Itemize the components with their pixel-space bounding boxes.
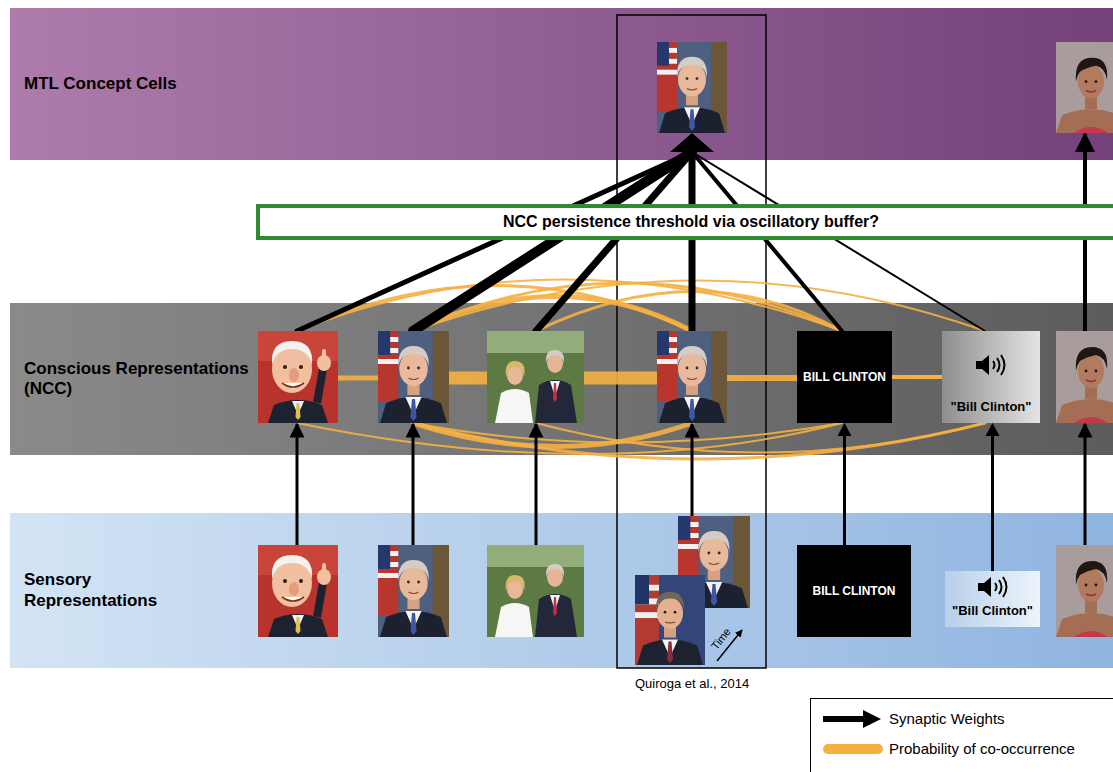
synaptic-weight [413, 152, 692, 331]
co-occurrence-link [892, 377, 942, 378]
citation: Quiroga et al., 2014 [635, 676, 749, 691]
synaptic-weight [692, 152, 985, 331]
arrowhead [838, 423, 852, 436]
co-occurrence-arc [413, 281, 985, 332]
synaptic-arrow [986, 423, 1000, 571]
synaptic-weight [689, 152, 696, 331]
band-heading: Conscious Representations (NCC) [24, 359, 249, 400]
ncc-photo [657, 331, 727, 423]
citation-holder: Quiroga et al., 2014 [635, 674, 749, 692]
synaptic-weight [535, 424, 538, 545]
legend-arrow-head [863, 710, 881, 728]
concept-cell-photo [657, 42, 727, 133]
ncc-photo [1056, 331, 1113, 423]
audio-clip: "Bill Clinton" [945, 571, 1040, 627]
ncc-photo [258, 331, 338, 423]
sound-wave [997, 358, 1000, 372]
synaptic-weights-to-concept-cell [297, 152, 985, 331]
name-card: BILL CLINTON [797, 545, 911, 637]
layer-band: Sensory Representations BILL CLINTON "Bill… [10, 513, 1113, 668]
threshold-text: NCC persistence threshold via oscillator… [503, 213, 879, 231]
co-occurrence-bar [727, 375, 800, 381]
concept-cell-photo [1056, 42, 1113, 133]
legend-box: Synaptic WeightsProbability of co-occurr… [810, 698, 1113, 772]
connector-line [843, 435, 846, 545]
ncc-photo [378, 331, 449, 423]
synaptic-weight [1084, 424, 1087, 545]
arrowhead [670, 133, 714, 152]
synaptic-weight [691, 424, 694, 516]
legend-swatch [823, 744, 883, 754]
legend-text: Synaptic Weights [889, 710, 1005, 727]
feedforward-arrows [297, 134, 1085, 545]
synaptic-weight [297, 152, 692, 331]
ncc-band [10, 303, 1113, 455]
synaptic-weight [296, 424, 299, 545]
node-text: "Bill Clinton" [952, 603, 1033, 619]
mtl-band [10, 8, 1113, 160]
synaptic-weight [536, 152, 692, 331]
speaker-icon [975, 575, 1011, 599]
layer-band: Conscious Representations (NCC) BILL CLIN… [10, 303, 1113, 455]
axis-label: Time [709, 625, 733, 651]
speaker-icon [973, 353, 1009, 377]
sound-wave [1001, 355, 1005, 375]
threshold-box: NCC persistence threshold via oscillator… [256, 204, 1113, 240]
co-occurrence-bar [584, 372, 657, 385]
sensory-photo [258, 545, 338, 637]
co-occurrence-arc [297, 423, 842, 454]
name-card: BILL CLINTON [797, 331, 892, 423]
co-occurrence-bar [338, 376, 378, 381]
sensory-photo [1056, 545, 1113, 637]
ncc-photo [487, 331, 584, 423]
node-text: BILL CLINTON [813, 584, 896, 598]
sensory-photo [487, 545, 584, 637]
sensory-band [10, 513, 1113, 668]
speaker-body [978, 577, 991, 597]
co-occurrence-arc [297, 280, 842, 332]
connector-line [991, 435, 994, 571]
co-occurrence-bar [449, 372, 487, 385]
sound-wave [1003, 577, 1007, 597]
co-occurrence-links [297, 280, 985, 460]
legend-row: Synaptic Weights [811, 709, 1113, 729]
connector-line [892, 375, 942, 379]
node-text: "Bill Clinton" [951, 399, 1032, 415]
co-occurrence-arc [413, 423, 842, 443]
band-heading: Sensory Representations [24, 570, 224, 611]
sound-wave [999, 580, 1002, 594]
band-heading: MTL Concept Cells [24, 74, 244, 94]
legend-arrow-sample [821, 709, 883, 729]
co-occurrence-arc [413, 423, 985, 459]
speaker-body [976, 355, 989, 375]
study-frame [617, 15, 766, 668]
axis-label-holder: Time [706, 623, 735, 653]
synaptic-arrow [838, 423, 852, 545]
synaptic-weight [412, 424, 415, 545]
audio-clip: "Bill Clinton" [942, 331, 1040, 423]
synaptic-weight [692, 152, 842, 331]
co-occurrence-arc [297, 286, 692, 332]
sensory-photo [378, 545, 449, 637]
sound-wave [995, 583, 997, 591]
node-text: BILL CLINTON [803, 370, 886, 384]
arrowhead [986, 423, 1000, 436]
legend-row: Probability of co-occurrence [811, 739, 1113, 759]
legend-text: Probability of co-occurrence [889, 740, 1075, 757]
morph-photo [635, 575, 705, 665]
co-occurrence-arc [536, 423, 985, 453]
layer-band: MTL Concept Cells [10, 8, 1113, 160]
sound-wave [993, 361, 995, 369]
legend-arrow-shaft [823, 716, 865, 722]
